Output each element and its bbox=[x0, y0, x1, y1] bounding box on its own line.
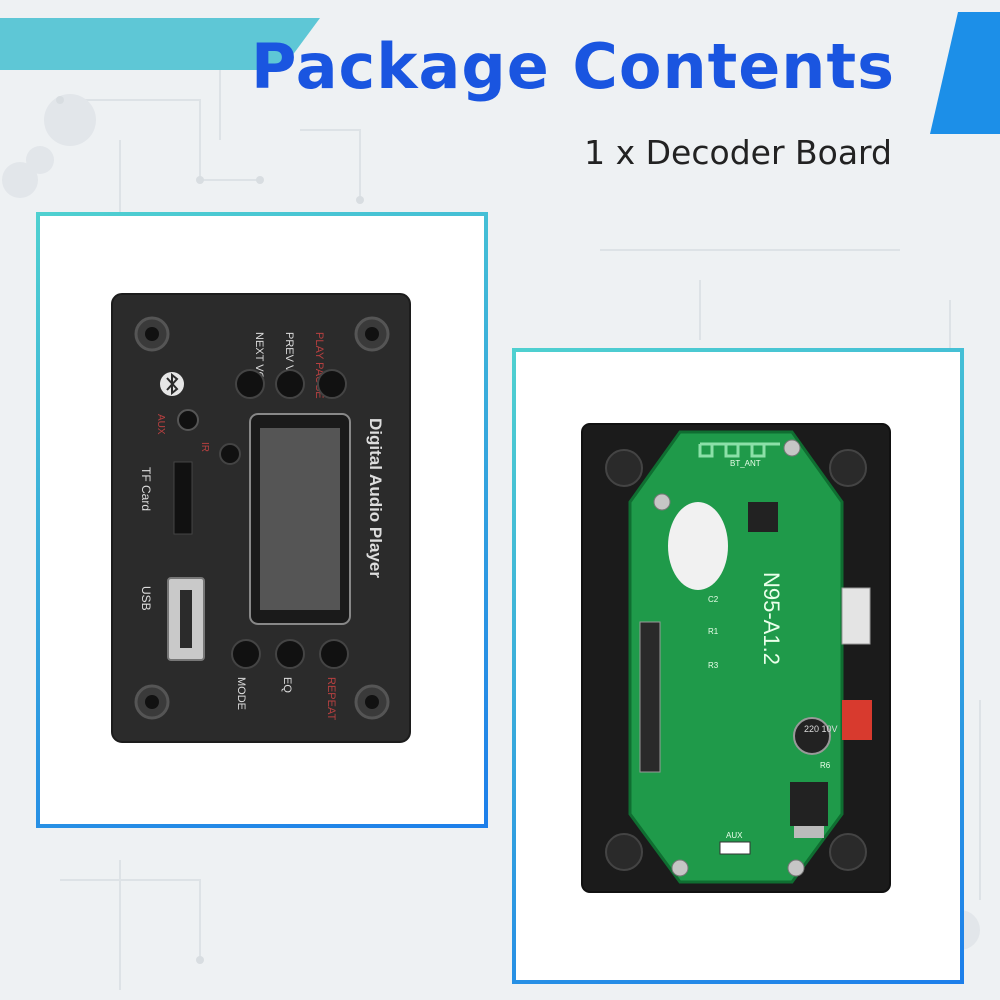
model-label: N95-A1.2 bbox=[759, 572, 784, 665]
c2-label: C2 bbox=[708, 595, 719, 604]
usb-label: USB bbox=[139, 586, 153, 611]
package-item: 1 x Decoder Board bbox=[584, 133, 892, 172]
ir-label: IR bbox=[199, 442, 210, 452]
accent-stripe-left bbox=[0, 18, 320, 70]
tf-card-label: TF Card bbox=[139, 467, 153, 511]
aux-in-label: AUX bbox=[726, 831, 743, 840]
capacitor-label: 220 10V bbox=[804, 724, 838, 734]
page-title: Package Contents bbox=[250, 30, 895, 103]
r1-label: R1 bbox=[708, 627, 719, 636]
r3-label: R3 bbox=[708, 661, 719, 670]
aux-label: AUX bbox=[155, 414, 166, 435]
device-title: Digital Audio Player bbox=[366, 418, 385, 578]
bluetooth-icon bbox=[160, 372, 184, 396]
r6-label: R6 bbox=[820, 761, 831, 770]
pcb-image: BT_ANT N95-A1.2 220 10V AUX R6 C2 R1 R3 bbox=[581, 423, 891, 893]
repeat-label: REPEAT bbox=[325, 677, 337, 720]
bt-ant-label: BT_ANT bbox=[730, 459, 761, 468]
eq-label: EQ bbox=[281, 677, 293, 693]
front-panel-image: NEXT VOL+ PREV VOL- PLAY PAUSE AUX IR Di… bbox=[111, 293, 411, 743]
mode-label: MODE bbox=[235, 677, 247, 710]
